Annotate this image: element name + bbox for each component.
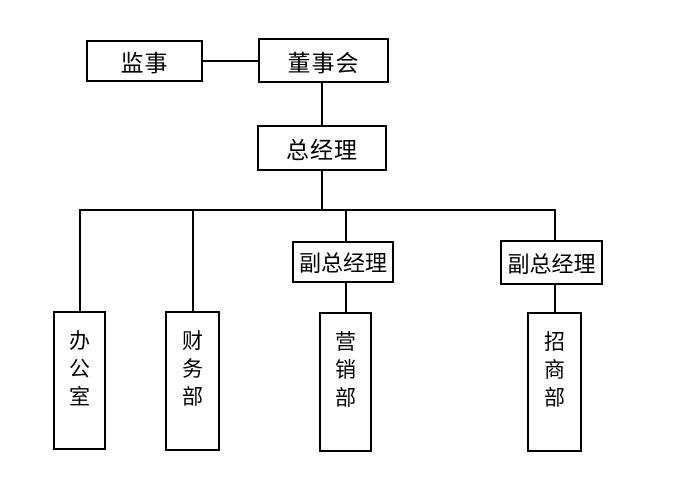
connector-bus-finance bbox=[192, 209, 194, 312]
connector-gm-bus bbox=[321, 171, 323, 211]
node-vice-gm-1: 副总经理 bbox=[292, 241, 394, 283]
connector-board-gm bbox=[321, 83, 323, 125]
connector-supervisor-board bbox=[203, 60, 258, 62]
node-general-manager: 总经理 bbox=[257, 125, 387, 171]
node-investment-dept-label: 招商部 bbox=[544, 331, 565, 410]
node-investment-dept: 招商部 bbox=[527, 312, 582, 452]
connector-bus-vice-gm-2 bbox=[554, 209, 556, 240]
node-general-manager-label: 总经理 bbox=[286, 137, 358, 163]
node-vice-gm-2: 副总经理 bbox=[500, 240, 603, 285]
node-supervisor-label: 监事 bbox=[120, 50, 169, 76]
node-office: 办公室 bbox=[53, 311, 106, 450]
connector-vice-gm-1-marketing bbox=[345, 283, 347, 312]
node-board-label: 董事会 bbox=[287, 49, 360, 76]
node-vice-gm-1-label: 副总经理 bbox=[298, 251, 387, 276]
node-finance-dept: 财务部 bbox=[165, 311, 220, 451]
node-board: 董事会 bbox=[258, 38, 389, 83]
node-finance-dept-label: 财务部 bbox=[182, 330, 203, 409]
node-office-label: 办公室 bbox=[69, 330, 90, 409]
node-marketing-dept: 营销部 bbox=[319, 312, 372, 452]
connector-bus-vice-gm-1 bbox=[345, 209, 347, 241]
node-supervisor: 监事 bbox=[86, 40, 203, 82]
node-marketing-dept-label: 营销部 bbox=[335, 331, 356, 410]
connector-vice-gm-2-investment bbox=[554, 285, 556, 312]
connector-bus bbox=[79, 209, 556, 211]
node-vice-gm-2-label: 副总经理 bbox=[507, 251, 596, 277]
connector-bus-office bbox=[79, 209, 81, 311]
